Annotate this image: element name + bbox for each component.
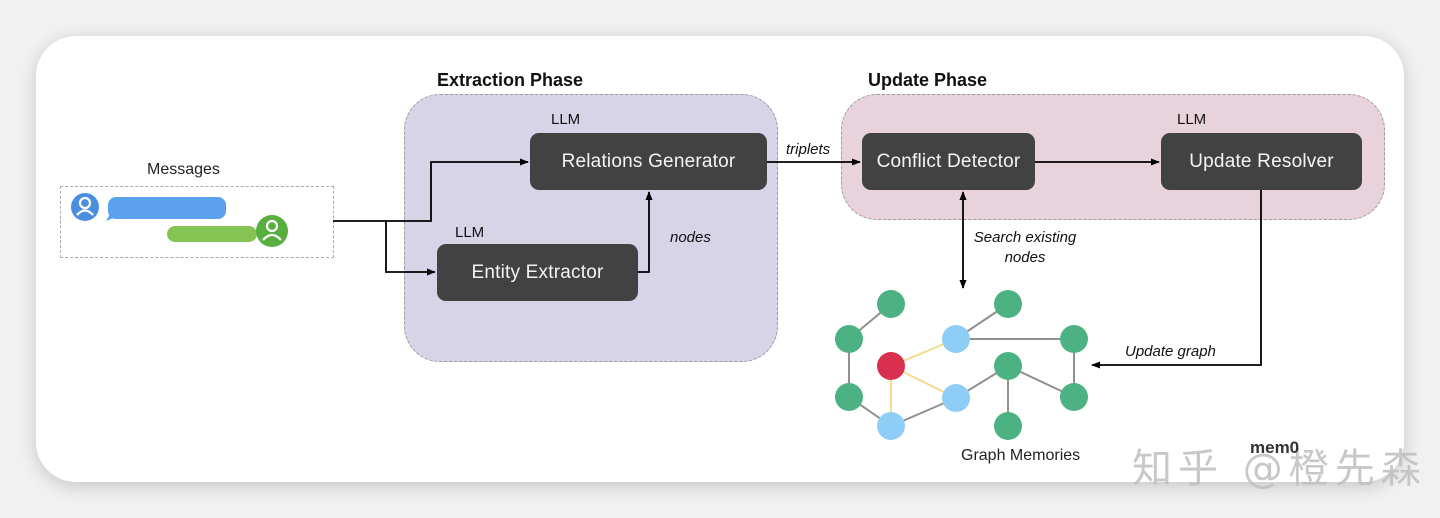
search-label-line2: nodes [1004,249,1046,266]
edge-messages-to-relations [333,158,529,222]
messages-box [60,186,334,258]
edge-resolver-to-graph [1091,190,1262,369]
entity-extractor-node: Entity Extractor [437,244,638,301]
graph-node-g4 [994,290,1022,318]
graph-node-g3 [835,383,863,411]
assistant-avatar-icon [256,215,288,247]
graph-node-g6 [994,352,1022,380]
relations-generator-node: Relations Generator [530,133,767,190]
graph-node-b1 [942,325,970,353]
graph-node-r1 [877,352,905,380]
relations-generator-llm-tag: LLM [551,111,581,128]
edge-messages-to-entity [385,221,436,276]
update-phase-title: Update Phase [868,70,988,90]
graph-node-g2 [835,325,863,353]
message-bubble-assistant [167,226,257,242]
edge-entity-to-relations [638,191,653,273]
search-label-line1: Search existing [973,229,1077,246]
update-resolver-llm-tag: LLM [1177,111,1207,128]
message-bubble-user [106,197,226,221]
graph-node-g5 [1060,325,1088,353]
triplets-edge-label: triplets [786,141,831,158]
search-existing-nodes-label: Search existing nodes [968,228,1082,268]
graph-memories-caption: Graph Memories [961,447,1081,464]
graph-node-b3 [877,412,905,440]
mem0-logo: mem0 [1250,438,1300,457]
entity-extractor-llm-tag: LLM [455,224,485,241]
messages-label: Messages [147,161,220,178]
graph-node-g8 [1060,383,1088,411]
watermark: 知乎 @橙先森 [1132,446,1427,492]
update-graph-edge-label: Update graph [1125,343,1216,360]
graph-node-g1 [877,290,905,318]
user-avatar-icon [71,193,99,221]
graph-node-g7 [994,412,1022,440]
nodes-edge-label: nodes [670,229,711,246]
extraction-phase-title: Extraction Phase [437,70,584,90]
graph-memories [835,290,1088,440]
conflict-detector-node: Conflict Detector [862,133,1035,190]
update-resolver-node: Update Resolver [1161,133,1362,190]
graph-node-b2 [942,384,970,412]
